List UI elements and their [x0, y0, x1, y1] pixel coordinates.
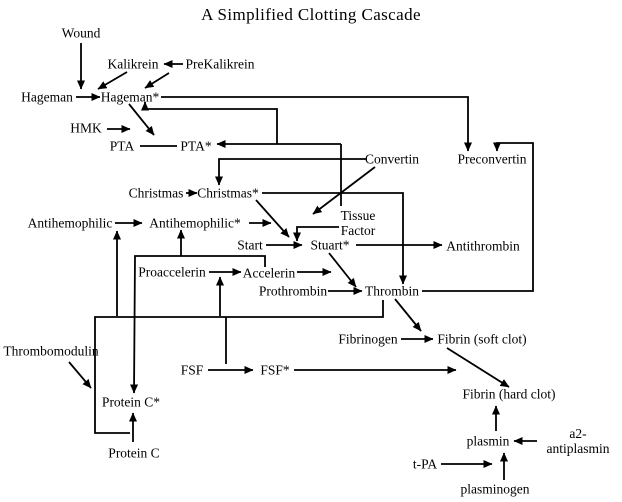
- node-plasmin-label: plasmin: [466, 433, 510, 449]
- node-convertin-label: Convertin: [365, 151, 419, 167]
- edge-christmas-a-to-thrombin: [262, 192, 407, 285]
- node-christmas-a-label: Christmas*: [197, 185, 259, 201]
- node-t-pa-label: t-PA: [412, 456, 438, 472]
- node-hmk-label: HMK: [70, 120, 102, 136]
- edge-thrombin-to-preconvertin: [422, 142, 534, 292]
- node-pta-label: PTA: [109, 138, 135, 154]
- edge-tissue-factor-to-stuart-conv: [293, 226, 339, 242]
- node-fsf-label: FSF: [180, 362, 204, 378]
- node-pta-a-label: PTA*: [180, 138, 212, 154]
- node-antihemophilic-label: Antihemophilic: [27, 215, 113, 231]
- edge-fibrin-soft-to-fibrin-hard: [446, 347, 510, 388]
- node-fibrinogen-label: Fibrinogen: [338, 331, 398, 347]
- edge-protein-c-a-network: [130, 255, 266, 394]
- node-christmas-label: Christmas: [128, 185, 184, 201]
- node-thrombin-label: Thrombin: [365, 283, 419, 299]
- node-protein-c-a-label: Protein C*: [101, 394, 161, 410]
- edge-prekalikrein-to-hageman-a: [144, 72, 170, 89]
- node-hageman-label: Hageman: [21, 89, 73, 105]
- node-preconvertin-label: Preconvertin: [457, 151, 527, 167]
- edge-thrombomodulin-arrow: [68, 361, 92, 389]
- edge-hageman-a-to-pta-conv: [128, 103, 155, 136]
- node-fsf-a-label: FSF*: [260, 362, 290, 378]
- node-prothrombin-label: Prothrombin: [258, 283, 328, 299]
- node-kalikrein-label: Kalikrein: [107, 56, 159, 72]
- node-stuart-a-label: Stuart*: [310, 237, 350, 253]
- node-a2-antiplasmin-label: a2-antiplasmin: [546, 425, 610, 456]
- node-proaccelerin-label: Proaccelerin: [138, 264, 206, 280]
- node-antihemophilic-a-label: Antihemophilic*: [149, 215, 241, 231]
- edge-christmas-a-to-stuart-conv: [255, 199, 290, 238]
- node-accelerin-label: Accelerin: [242, 265, 296, 281]
- node-antithrombin-label: Antithrombin: [446, 238, 520, 254]
- edge-stuart-a-to-thrombin-conv: [328, 252, 357, 288]
- node-plasminogen-label: plasminogen: [460, 481, 530, 497]
- edge-convertin-to-stuart-conv: [312, 166, 376, 215]
- edge-feedback-to-christmas-a: [215, 158, 341, 186]
- edge-thrombin-bus: [94, 300, 384, 434]
- node-hageman-a-label: Hageman*: [100, 89, 160, 105]
- node-wound-label: Wound: [61, 25, 101, 41]
- node-protein-c-label: Protein C: [108, 445, 160, 461]
- node-prekalikrein-label: PreKalikrein: [185, 56, 255, 72]
- node-fibrin-soft-label: Fibrin (soft clot): [437, 331, 527, 347]
- edge-group: [68, 43, 537, 480]
- diagram-title: A Simplified Clotting Cascade: [201, 5, 421, 24]
- edge-hageman-a-to-preconvertin: [161, 96, 472, 152]
- node-thrombomodulin-label: Thrombomodulin: [3, 343, 99, 359]
- edge-feedback-to-hageman-a: [141, 101, 278, 144]
- node-fibrin-hard-label: Fibrin (hard clot): [462, 386, 556, 402]
- node-start-label: Start: [237, 237, 263, 253]
- edge-thrombin-to-fibrinogen-conv: [394, 298, 422, 332]
- node-tissue-factor-label: Tissue Factor: [340, 207, 376, 238]
- edge-kalikrein-to-hageman-conv: [97, 71, 128, 90]
